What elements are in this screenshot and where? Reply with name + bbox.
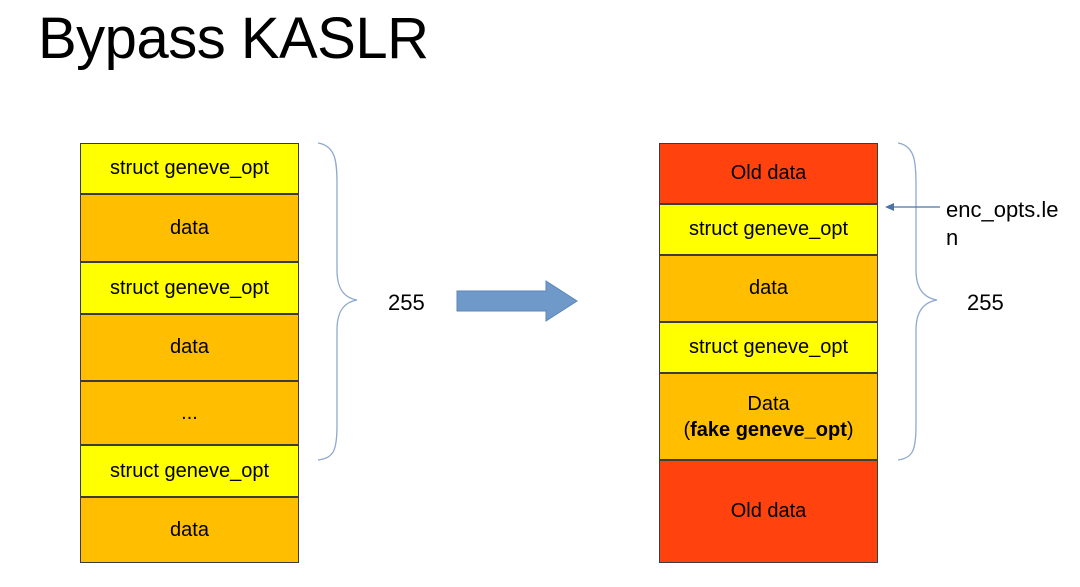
left-ellipsis-block: ... <box>80 381 299 445</box>
enc-opts-len-line1: enc_opts.le <box>946 197 1059 222</box>
right-old-data-top: Old data <box>659 143 878 204</box>
right-fake-geneve-opt-data: Data (fake geneve_opt) <box>659 373 878 460</box>
left-struct-geneve-opt-1: struct geneve_opt <box>80 143 299 194</box>
transform-arrow-icon <box>456 280 578 322</box>
left-brace-icon <box>317 142 358 461</box>
right-count-label: 255 <box>967 290 1004 315</box>
enc-opts-len-line2: n <box>946 225 959 250</box>
enc-opts-len-pointer-arrowhead-icon <box>885 203 894 211</box>
right-struct-geneve-opt-1: struct geneve_opt <box>659 204 878 255</box>
left-data-1: data <box>80 194 299 262</box>
fake-data-close-paren: ) <box>846 418 854 441</box>
fake-data-line2: (fake geneve_opt) <box>683 417 853 443</box>
fake-geneve-opt-label: fake geneve_opt <box>690 418 847 441</box>
fake-data-line1: Data <box>747 392 790 415</box>
right-old-data-bottom: Old data <box>659 460 878 563</box>
left-count-label: 255 <box>388 290 425 315</box>
left-data-2: data <box>80 314 299 381</box>
left-data-3: data <box>80 497 299 563</box>
fake-data-open-paren: ( <box>683 418 691 441</box>
enc-opts-len-label: enc_opts.le n <box>946 196 1059 252</box>
right-data-1: data <box>659 255 878 322</box>
right-brace-icon <box>897 142 938 461</box>
left-struct-geneve-opt-3: struct geneve_opt <box>80 445 299 497</box>
left-struct-geneve-opt-2: struct geneve_opt <box>80 262 299 314</box>
slide-title: Bypass KASLR <box>38 6 429 71</box>
right-struct-geneve-opt-2: struct geneve_opt <box>659 322 878 373</box>
